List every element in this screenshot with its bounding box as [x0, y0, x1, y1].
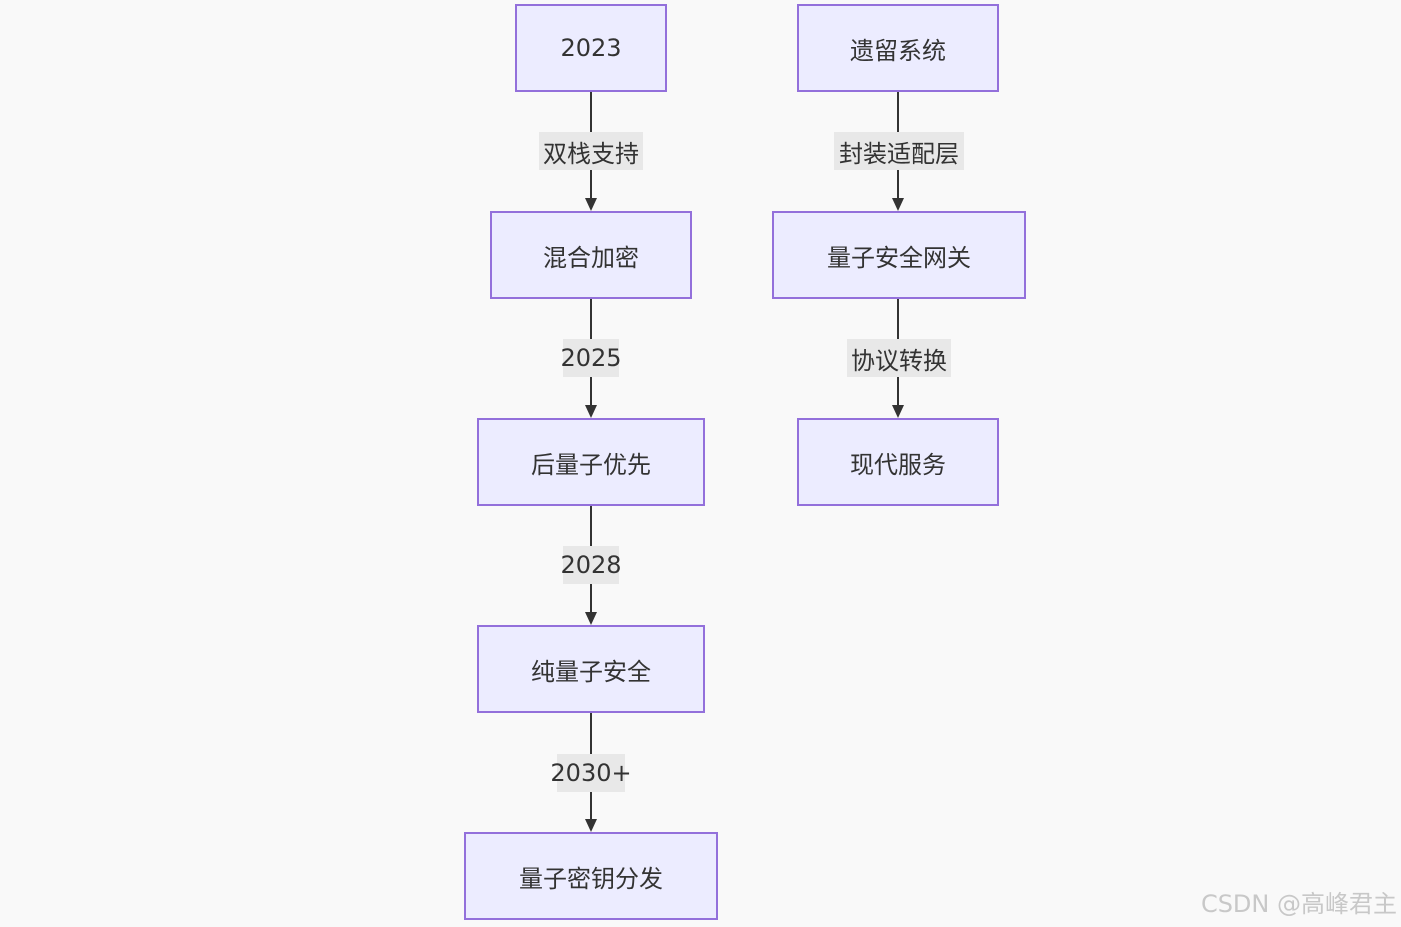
arrowhead [892, 198, 904, 211]
arrowhead [585, 612, 597, 625]
node-quantum-safe-gateway: 量子安全网关 [772, 211, 1026, 299]
arrowhead [892, 405, 904, 418]
watermark-text: CSDN @高峰君主 [1200, 890, 1397, 918]
node-modern-services: 现代服务 [797, 418, 999, 506]
node-pure-quantum-security: 纯量子安全 [477, 625, 705, 713]
edge-label-encapsulation-adapter: 封装适配层 [834, 132, 964, 170]
arrowhead [585, 405, 597, 418]
edge-label-2028: 2028 [560, 546, 622, 584]
edge-label-protocol-conversion: 协议转换 [847, 339, 951, 377]
edge-label-2030-plus: 2030+ [550, 754, 632, 792]
node-2023: 2023 [515, 4, 667, 92]
node-legacy-system: 遗留系统 [797, 4, 999, 92]
edge-label-2025: 2025 [560, 339, 622, 377]
node-quantum-key-distribution: 量子密钥分发 [464, 832, 718, 920]
node-hybrid-encryption: 混合加密 [490, 211, 692, 299]
edge-label-dual-stack: 双栈支持 [539, 132, 643, 170]
arrowhead [585, 198, 597, 211]
arrowhead [585, 819, 597, 832]
node-post-quantum-first: 后量子优先 [477, 418, 705, 506]
